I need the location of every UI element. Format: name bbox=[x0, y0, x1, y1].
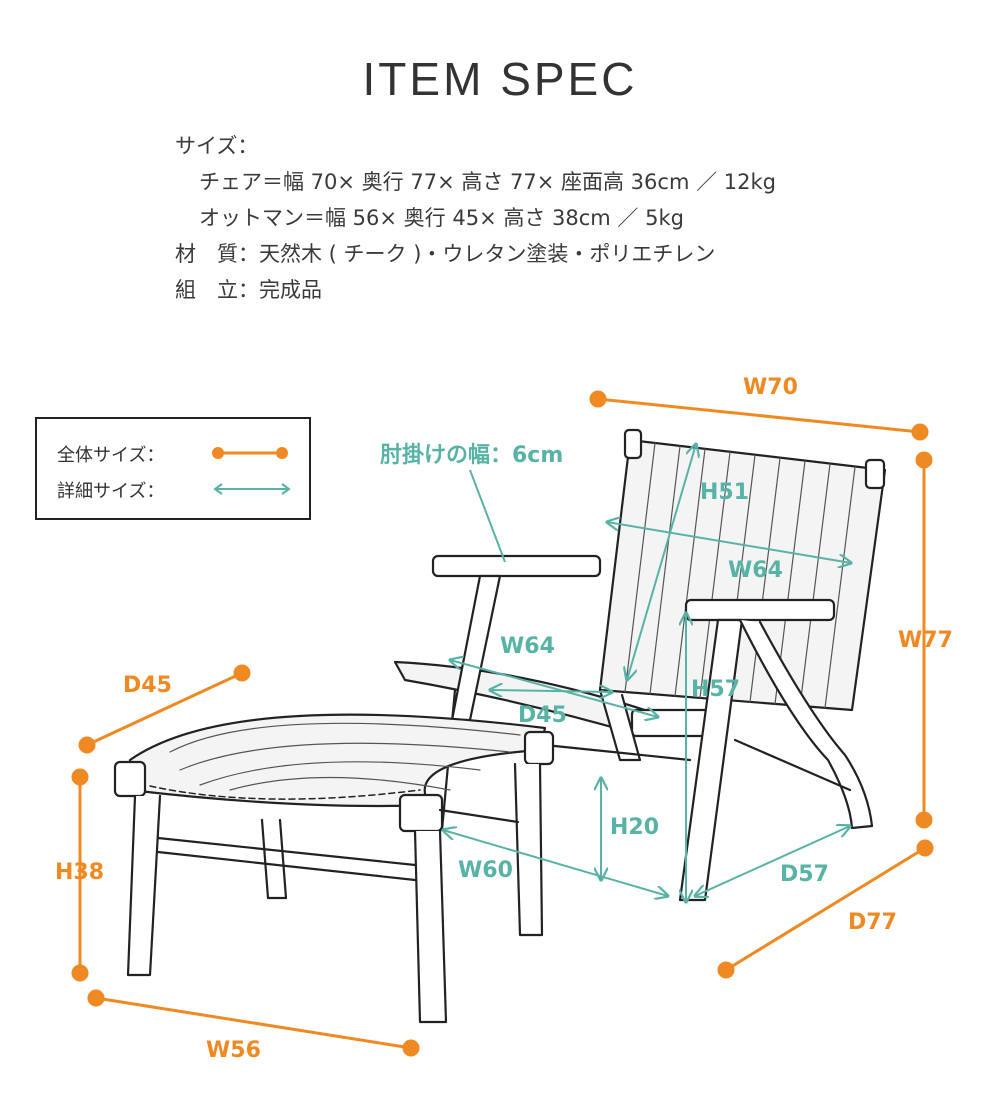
label-ottoman-height: H38 bbox=[55, 860, 105, 885]
label-base-width: W60 bbox=[458, 858, 513, 883]
ottoman-drawing bbox=[113, 713, 555, 1024]
label-chair-width: W70 bbox=[743, 375, 798, 400]
label-leg-clearance: H20 bbox=[610, 815, 660, 840]
label-back-width: W64 bbox=[728, 558, 783, 583]
label-armrest-width: 肘掛けの幅：6cm bbox=[380, 443, 564, 468]
spec-list: サイズ： チェア＝幅 70× 奥行 77× 高さ 77× 座面高 36cm ／ … bbox=[175, 128, 776, 308]
spec-assembly-value: 完成品 bbox=[259, 278, 322, 302]
label-chair-depth: D77 bbox=[848, 910, 897, 935]
label-chair-height: W77 bbox=[898, 628, 953, 653]
legend-box: 全体サイズ： 詳細サイズ： bbox=[35, 417, 311, 520]
label-back-height: H51 bbox=[700, 480, 750, 505]
spec-size-label: サイズ： bbox=[175, 134, 259, 158]
label-seat-width: W64 bbox=[500, 634, 555, 659]
spec-material-value: 天然木 ( チーク )・ウレタン塗装・ポリエチレン bbox=[259, 242, 716, 266]
spec-material-label: 材 質： bbox=[175, 242, 259, 266]
spec-assembly-label: 組 立： bbox=[175, 278, 259, 302]
legend-overall-label: 全体サイズ： bbox=[57, 445, 165, 466]
overall-dimension-lines bbox=[71, 390, 934, 1057]
legend-detail-marker bbox=[213, 483, 291, 495]
page-title: ITEM SPEC bbox=[362, 53, 638, 105]
label-seat-height-total: H57 bbox=[691, 677, 741, 702]
detail-dimension-lines bbox=[443, 444, 851, 902]
spec-chair-line: チェア＝幅 70× 奥行 77× 高さ 77× 座面高 36cm ／ 12kg bbox=[199, 170, 776, 194]
label-seat-depth: D45 bbox=[518, 703, 567, 728]
label-base-depth: D57 bbox=[780, 862, 829, 887]
spec-ottoman-line: オットマン＝幅 56× 奥行 45× 高さ 38cm ／ 5kg bbox=[199, 206, 684, 230]
label-ottoman-depth: D45 bbox=[123, 673, 172, 698]
legend-overall-marker bbox=[212, 447, 288, 459]
spec-material-row: 材 質：天然木 ( チーク )・ウレタン塗装・ポリエチレン bbox=[175, 236, 776, 272]
label-ottoman-width: W56 bbox=[206, 1038, 261, 1063]
legend-detail-label: 詳細サイズ： bbox=[57, 481, 165, 502]
spec-assembly-row: 組 立：完成品 bbox=[175, 272, 776, 308]
